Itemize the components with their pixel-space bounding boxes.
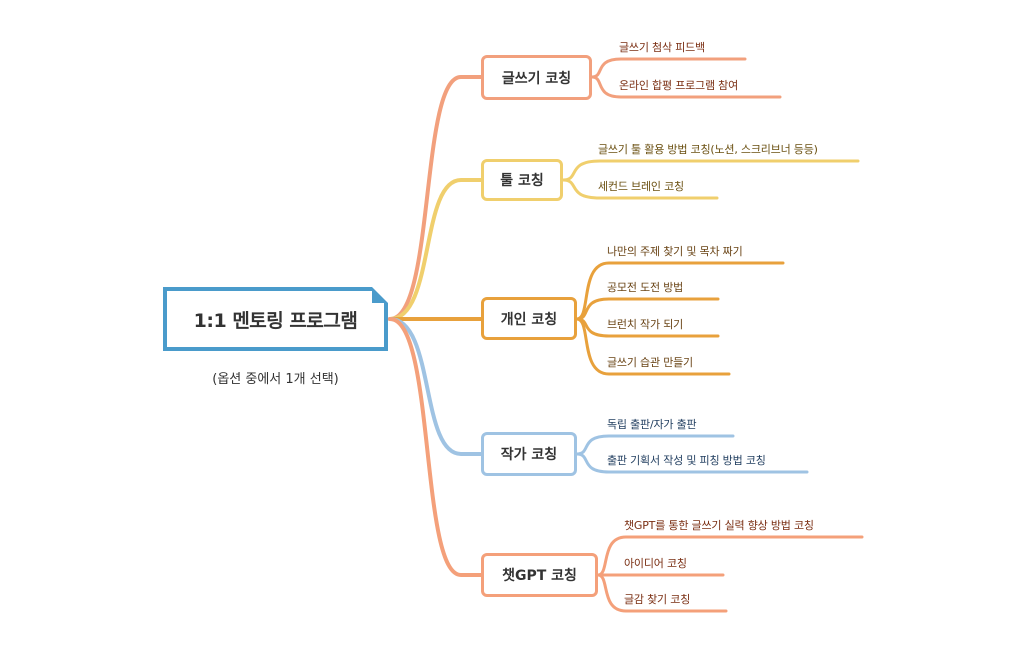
leaf-writing-0[interactable]: 글쓰기 첨삭 피드백	[619, 41, 705, 54]
connector-personal-leaf-3	[575, 317, 731, 376]
leaf-personal-0[interactable]: 나만의 주제 찾기 및 목차 짜기	[607, 245, 743, 258]
branch-label-author: 작가 코칭	[500, 447, 558, 463]
root-title: 1:1 멘토링 프로그램	[193, 309, 358, 332]
connector-root-to-tools	[388, 178, 483, 321]
connector-root-to-writing	[388, 75, 483, 321]
connector-author-leaf-1	[575, 452, 809, 474]
leaf-chatgpt-2[interactable]: 글감 찾기 코칭	[624, 593, 691, 606]
branch-node-tools[interactable]: 툴 코칭	[481, 159, 563, 201]
branch-label-chatgpt: 챗GPT 코칭	[502, 568, 577, 584]
connector-chatgpt-leaf-2	[596, 573, 728, 613]
connector-personal-leaf-0	[575, 261, 785, 321]
leaf-chatgpt-0[interactable]: 챗GPT를 통한 글쓰기 실력 향상 방법 코칭	[624, 519, 814, 532]
branch-node-author[interactable]: 작가 코칭	[481, 432, 577, 476]
branch-label-personal: 개인 코칭	[500, 311, 558, 328]
connector-writing-leaf-0	[590, 57, 747, 79]
branch-node-personal[interactable]: 개인 코칭	[481, 297, 577, 340]
connector-writing-leaf-1	[590, 75, 782, 99]
leaf-chatgpt-1[interactable]: 아이디어 코칭	[624, 557, 687, 570]
branch-node-writing[interactable]: 글쓰기 코칭	[481, 55, 592, 100]
leaf-writing-1[interactable]: 온라인 합평 프로그램 참여	[619, 79, 739, 92]
root-node[interactable]: 1:1 멘토링 프로그램	[163, 287, 388, 351]
branch-label-tools: 툴 코칭	[500, 173, 544, 189]
leaf-author-0[interactable]: 독립 출판/자가 출판	[607, 418, 697, 431]
leaf-tools-1[interactable]: 세컨드 브레인 코칭	[598, 180, 684, 193]
branch-label-writing: 글쓰기 코칭	[501, 70, 572, 87]
leaf-personal-2[interactable]: 브런치 작가 되기	[607, 318, 684, 331]
leaf-tools-0[interactable]: 글쓰기 툴 활용 방법 코칭(노션, 스크리브너 등등)	[598, 143, 818, 156]
root-subtitle: (옵션 중에서 1개 선택)	[212, 372, 339, 387]
branch-node-chatgpt[interactable]: 챗GPT 코칭	[481, 553, 598, 597]
folded-corner-icon	[372, 287, 388, 303]
leaf-personal-3[interactable]: 글쓰기 습관 만들기	[607, 356, 693, 369]
connector-tools-leaf-1	[561, 178, 719, 200]
leaf-personal-1[interactable]: 공모전 도전 방법	[607, 281, 684, 294]
leaf-author-1[interactable]: 출판 기획서 작성 및 피칭 방법 코칭	[607, 454, 766, 467]
connector-root-to-author	[388, 317, 483, 456]
connector-root-to-chatgpt	[388, 317, 483, 577]
